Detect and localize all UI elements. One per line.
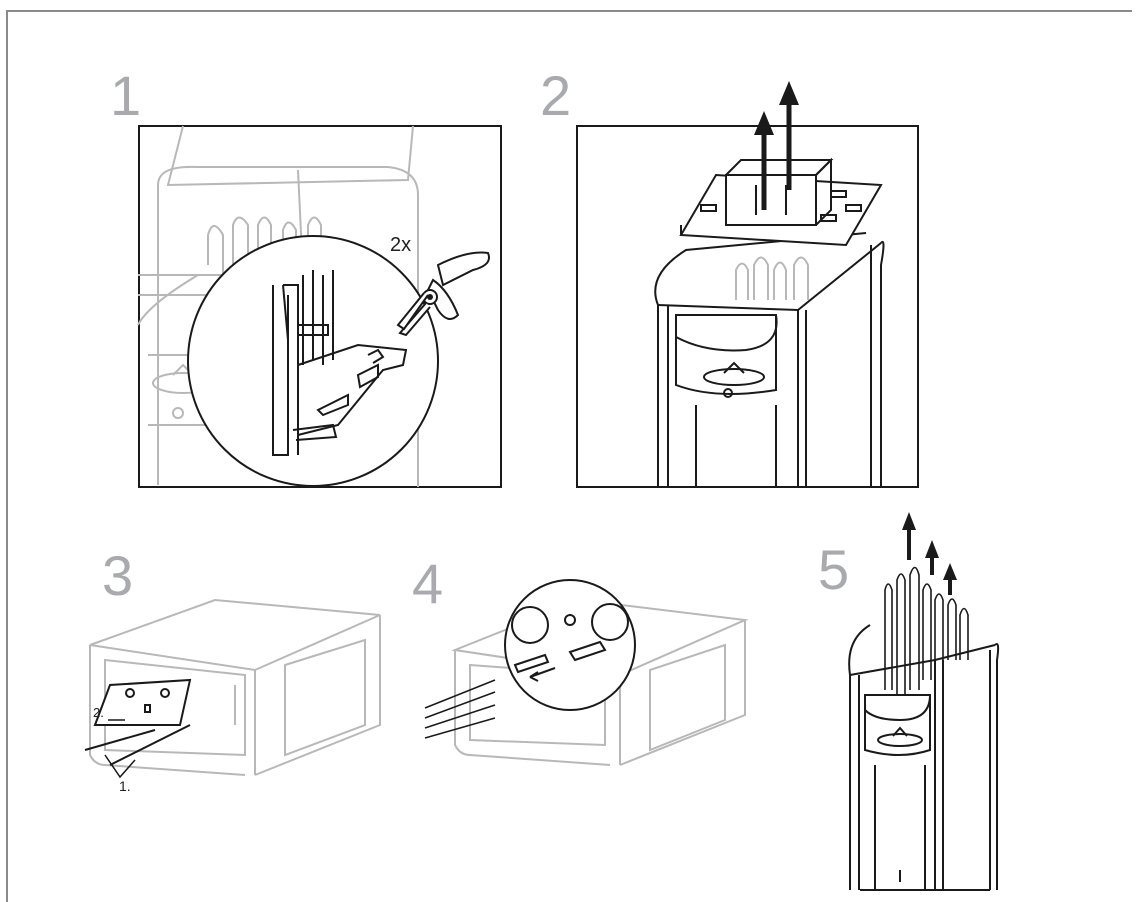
- heater-elements: [735, 256, 809, 300]
- step-4-illustration: [424, 579, 749, 766]
- step-number-3: 3: [102, 544, 134, 607]
- step-number-1: 1: [110, 64, 142, 127]
- step-3-annotation-1: 1.: [119, 778, 131, 794]
- zoom-circle-4: [504, 579, 636, 711]
- terminal-plate: [679, 157, 883, 247]
- step-number-4: 4: [412, 552, 444, 615]
- page-border: [6, 10, 1132, 902]
- detail-terminal: [272, 270, 408, 456]
- step-2-illustration: [576, 81, 919, 488]
- heater-lying: [89, 598, 381, 776]
- pliers-icon: [396, 251, 490, 337]
- step-3-annotation-2: 2.: [93, 705, 104, 720]
- step-5-illustration: [848, 512, 1000, 891]
- step-number-5: 5: [818, 538, 850, 601]
- step-3-illustration: 1. 2.: [84, 598, 381, 794]
- up-arrow-icon: [754, 81, 799, 210]
- heater-elements-5: [884, 566, 969, 695]
- step-1-illustration: 2x: [137, 125, 502, 488]
- heater-tall-5: [848, 624, 1000, 891]
- cover-plate: [93, 678, 192, 726]
- step-1-annotation: 2x: [390, 234, 411, 256]
- screw-pointer: [104, 754, 136, 779]
- wires: [424, 679, 496, 739]
- up-arrow-icon-5: [902, 512, 957, 595]
- heater-tall: [654, 232, 885, 487]
- screws: [84, 688, 191, 766]
- step-number-2: 2: [540, 64, 572, 127]
- connector-detail: [511, 603, 629, 682]
